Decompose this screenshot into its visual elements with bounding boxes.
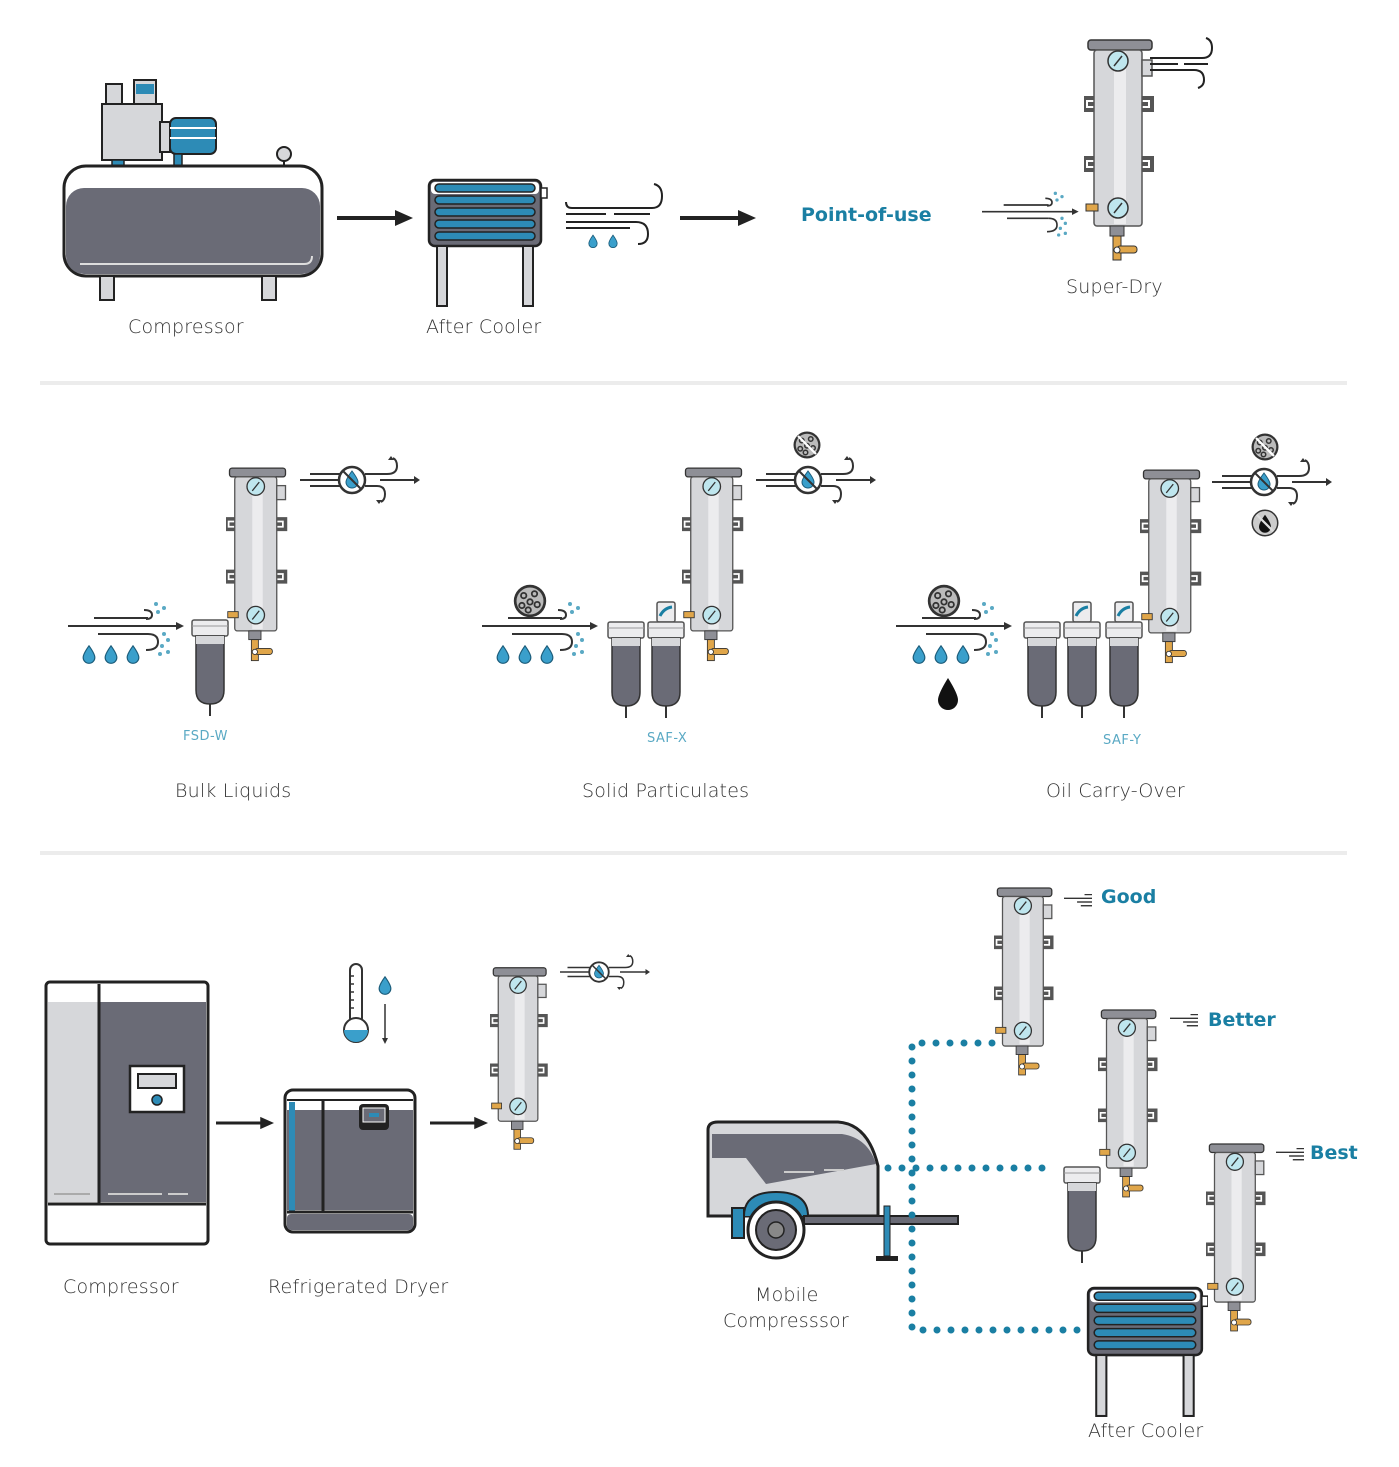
wind-droplets-icon <box>565 183 664 248</box>
refrigerated-dryer-label: Refrigerated Dryer <box>268 1276 449 1298</box>
dryer-better-icon <box>1098 1008 1158 1199</box>
panel-title: Solid Particulates <box>582 780 750 802</box>
tier-better: Better <box>1208 1009 1276 1031</box>
tier-good: Good <box>1101 886 1157 908</box>
thermometer-icon <box>343 963 369 1043</box>
filter-code: SAF-Y <box>1103 733 1142 748</box>
mobile-compressor-label: Mobile Compresssor <box>723 1282 849 1334</box>
after-cooler-label: After Cooler <box>426 316 542 338</box>
filter-icon <box>1062 1165 1102 1265</box>
tier-best: Best <box>1310 1142 1358 1164</box>
flow-lines-icon <box>1276 1148 1304 1161</box>
oil-droplet-icon <box>938 678 958 710</box>
cabinet-compressor-icon <box>44 980 210 1246</box>
after-cooler-label: After Cooler <box>1088 1420 1204 1442</box>
refrigerated-dryer-icon <box>283 1088 417 1234</box>
filter-code: SAF-X <box>647 731 688 746</box>
flow-lines-icon <box>1064 894 1092 907</box>
filter-code: FSD-W <box>183 729 229 744</box>
super-dry-label: Super-Dry <box>1066 276 1163 298</box>
mobile-label-line2: Compresssor <box>723 1310 849 1332</box>
compressor-label: Compressor <box>128 316 244 338</box>
pipe-to-good <box>908 1039 1084 1334</box>
dryer-good-icon <box>994 886 1054 1077</box>
after-cooler-icon <box>1086 1286 1208 1418</box>
condensation-icon <box>378 976 392 1044</box>
dryer-best-icon <box>1206 1142 1266 1333</box>
flow-lines-icon <box>1170 1014 1198 1027</box>
panel-title: Bulk Liquids <box>175 780 292 802</box>
mobile-compressor-icon <box>706 1120 959 1261</box>
dry-air-out-icon <box>1150 37 1214 89</box>
mobile-label-line1: Mobile <box>755 1284 819 1306</box>
panel-title: Oil Carry-Over <box>1046 780 1185 802</box>
compressor-label: Compressor <box>63 1276 179 1298</box>
point-of-use-heading: Point-of-use <box>801 204 932 226</box>
compressor-tank-icon <box>62 79 324 301</box>
divider <box>40 851 1347 855</box>
divider <box>40 381 1347 385</box>
